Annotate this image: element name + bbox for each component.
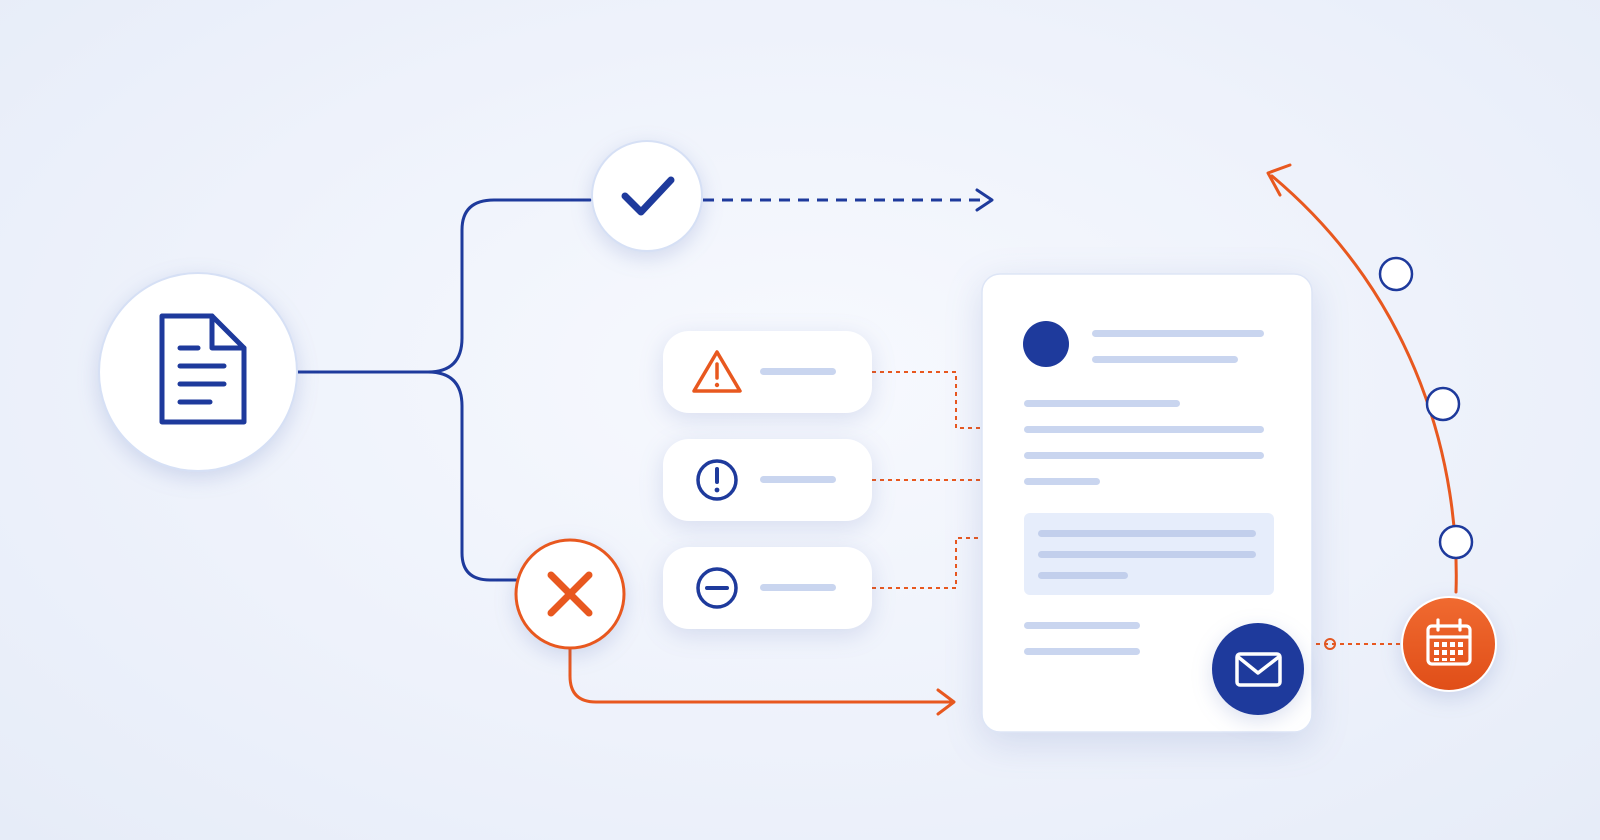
issue-link-minus (872, 537, 982, 589)
schedule-arc (1266, 163, 1474, 594)
body-line (1024, 478, 1100, 485)
schedule-arc-arrowhead (1266, 163, 1292, 197)
issue-link-warning (872, 371, 982, 429)
rejected-arrowhead (936, 688, 956, 716)
issue-label-placeholder (760, 476, 836, 483)
schedule-calendar-node[interactable] (1401, 596, 1497, 692)
schedule-step-marker (1378, 256, 1414, 292)
schedule-step-marker (1425, 386, 1461, 422)
send-email-button[interactable] (1212, 623, 1304, 715)
issue-links (872, 371, 982, 589)
calendar-link (1316, 638, 1400, 650)
source-document-node[interactable] (98, 272, 298, 472)
exclamation-circle-icon (696, 459, 738, 501)
rejected-node[interactable] (514, 538, 626, 650)
footer-line (1024, 648, 1140, 655)
issue-item-warning[interactable] (663, 331, 872, 413)
approved-connector (703, 188, 994, 212)
body-line (1024, 452, 1264, 459)
warning-triangle-icon (692, 350, 742, 393)
calendar-grid (1434, 642, 1463, 661)
checkmark-icon (621, 176, 675, 216)
branch-connectors (295, 198, 592, 582)
header-line (1092, 356, 1238, 363)
calendar-icon (1426, 618, 1472, 666)
issue-label-placeholder (760, 368, 836, 375)
highlight-block (1024, 513, 1274, 595)
issue-list (663, 331, 872, 629)
footer-line (1024, 622, 1140, 629)
rejected-connector (568, 644, 956, 716)
avatar (1023, 321, 1069, 367)
envelope-icon (1235, 652, 1282, 687)
document-icon (159, 313, 247, 425)
issue-item-minus[interactable] (663, 547, 872, 629)
body-line (1024, 426, 1264, 433)
header-line (1092, 330, 1264, 337)
minus-circle-icon (696, 567, 738, 609)
approved-node[interactable] (591, 140, 703, 252)
x-icon (547, 571, 593, 617)
approved-arrowhead (975, 188, 994, 212)
schedule-step-marker (1438, 524, 1474, 560)
branch-to-reject-line (426, 370, 522, 582)
body-line (1024, 400, 1180, 407)
document-card[interactable] (981, 273, 1313, 733)
issue-item-info[interactable] (663, 439, 872, 521)
source-to-branch-line (295, 198, 592, 374)
issue-label-placeholder (760, 584, 836, 591)
